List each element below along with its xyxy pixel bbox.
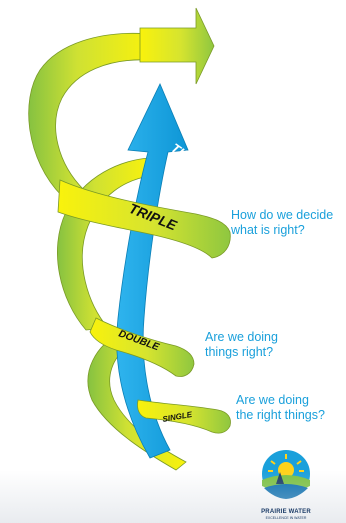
bottom-fade: [0, 470, 346, 523]
question-triple-line1: How do we decide: [231, 208, 334, 222]
question-triple: How do we decide what is right?: [231, 208, 333, 238]
question-double-line2: things right?: [205, 345, 274, 359]
logo-subtitle: EXCELLENCE IN WATER: [265, 516, 307, 520]
ribbon-band-double: [89, 317, 195, 377]
logo-name: PRAIRIE WATER: [261, 509, 311, 515]
question-triple-line2: what is right?: [231, 223, 305, 237]
ribbon-arrowhead: [139, 7, 215, 85]
ribbon-band-triple: [57, 179, 231, 259]
question-single-line1: Are we doing: [236, 393, 309, 407]
ribbon-band-single: [137, 399, 231, 434]
question-single-line2: the right things?: [236, 408, 325, 422]
question-double-line1: Are we doing: [205, 330, 278, 344]
question-double: Are we doing things right?: [205, 330, 278, 360]
question-single: Are we doing the right things?: [236, 393, 325, 423]
